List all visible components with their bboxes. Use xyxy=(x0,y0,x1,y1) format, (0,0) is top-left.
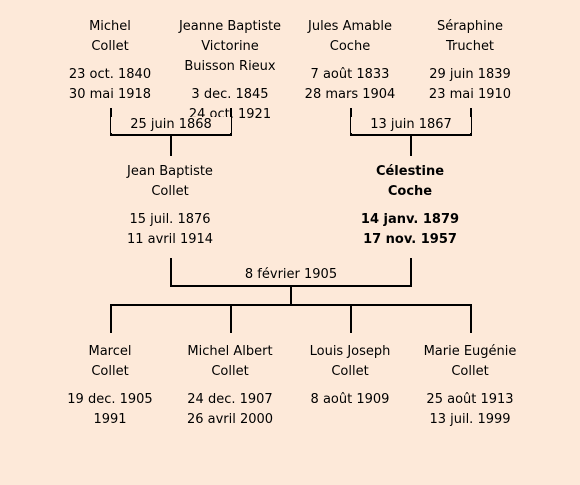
death-date: 23 mai 1910 xyxy=(428,87,512,102)
person-jeanne-buisson-rieux: Jeanne Baptiste Victorine Buisson Rieux … xyxy=(150,17,310,125)
person-name-first: Jean Baptiste xyxy=(127,164,213,179)
person-name-last: Collet xyxy=(151,184,189,199)
person-celestine-coche: Célestine Coche 14 janv. 1879 17 nov. 19… xyxy=(330,162,490,250)
death-date: 1991 xyxy=(93,412,127,427)
birth-date: 29 juin 1839 xyxy=(429,67,511,82)
person-name-first: Louis Joseph xyxy=(309,344,391,359)
person-michel-collet: Michel Collet 23 oct. 1840 30 mai 1918 xyxy=(30,17,190,105)
person-name-first: Marie Eugénie xyxy=(423,344,517,359)
person-dates: 19 dec. 1905 1991 xyxy=(30,390,190,430)
person-seraphine-truchet: Séraphine Truchet 29 juin 1839 23 mai 19… xyxy=(390,17,550,105)
person-name-last: Collet xyxy=(331,364,369,379)
death-date: 28 mars 1904 xyxy=(304,87,396,102)
marriage-date-parents: 8 février 1905 xyxy=(231,267,351,283)
birth-date: 25 août 1913 xyxy=(426,392,514,407)
death-date: 26 avril 2000 xyxy=(186,412,274,427)
person-name-last: Coche xyxy=(387,184,433,199)
person-jules-coche: Jules Amable Coche 7 août 1833 28 mars 1… xyxy=(270,17,430,105)
person-name-last: Truchet xyxy=(445,39,495,54)
person-dates: 8 août 1909 xyxy=(270,390,430,410)
birth-date: 3 dec. 1845 xyxy=(191,87,269,102)
person-name-first: Célestine xyxy=(375,164,445,179)
person-dates: 25 août 1913 13 juil. 1999 xyxy=(390,390,550,430)
birth-date: 14 janv. 1879 xyxy=(360,212,460,227)
marriage-date-collet: 25 juin 1868 xyxy=(111,117,231,133)
person-name-first: Jules Amable xyxy=(308,19,392,34)
person-marcel-collet: Marcel Collet 19 dec. 1905 1991 xyxy=(30,342,190,430)
person-name-first: Jeanne Baptiste Victorine xyxy=(178,19,282,54)
person-dates: 23 oct. 1840 30 mai 1918 xyxy=(30,65,190,105)
marriage-date-coche: 13 juin 1867 xyxy=(351,117,471,133)
person-jean-baptiste-collet: Jean Baptiste Collet 15 juil. 1876 11 av… xyxy=(90,162,250,250)
death-date: 17 nov. 1957 xyxy=(363,232,457,247)
person-dates: 7 août 1833 28 mars 1904 xyxy=(270,65,430,105)
birth-date: 8 août 1909 xyxy=(310,392,390,407)
person-michel-albert-collet: Michel Albert Collet 24 dec. 1907 26 avr… xyxy=(150,342,310,430)
person-dates: 29 juin 1839 23 mai 1910 xyxy=(390,65,550,105)
birth-date: 15 juil. 1876 xyxy=(129,212,211,227)
birth-date: 7 août 1833 xyxy=(310,67,390,82)
person-name-last: Buisson Rieux xyxy=(184,59,276,74)
person-dates: 24 dec. 1907 26 avril 2000 xyxy=(150,390,310,430)
person-name-first: Séraphine xyxy=(437,19,503,34)
person-name-last: Collet xyxy=(91,364,129,379)
person-dates: 15 juil. 1876 11 avril 1914 xyxy=(90,210,250,250)
person-marie-eugenie-collet: Marie Eugénie Collet 25 août 1913 13 jui… xyxy=(390,342,550,430)
person-name-first: Michel Albert xyxy=(187,344,273,359)
death-date: 11 avril 1914 xyxy=(126,232,214,247)
person-name-last: Collet xyxy=(91,39,129,54)
death-date: 30 mai 1918 xyxy=(68,87,152,102)
birth-date: 23 oct. 1840 xyxy=(68,67,152,82)
person-name-first: Marcel xyxy=(88,344,132,359)
person-dates: 14 janv. 1879 17 nov. 1957 xyxy=(330,210,490,250)
death-date: 13 juil. 1999 xyxy=(429,412,511,427)
birth-date: 19 dec. 1905 xyxy=(67,392,153,407)
person-name-last: Collet xyxy=(451,364,489,379)
person-louis-joseph-collet: Louis Joseph Collet 8 août 1909 xyxy=(270,342,430,410)
person-name-last: Collet xyxy=(211,364,249,379)
birth-date: 24 dec. 1907 xyxy=(187,392,273,407)
person-name-first: Michel xyxy=(89,19,131,34)
person-name-last: Coche xyxy=(329,39,371,54)
